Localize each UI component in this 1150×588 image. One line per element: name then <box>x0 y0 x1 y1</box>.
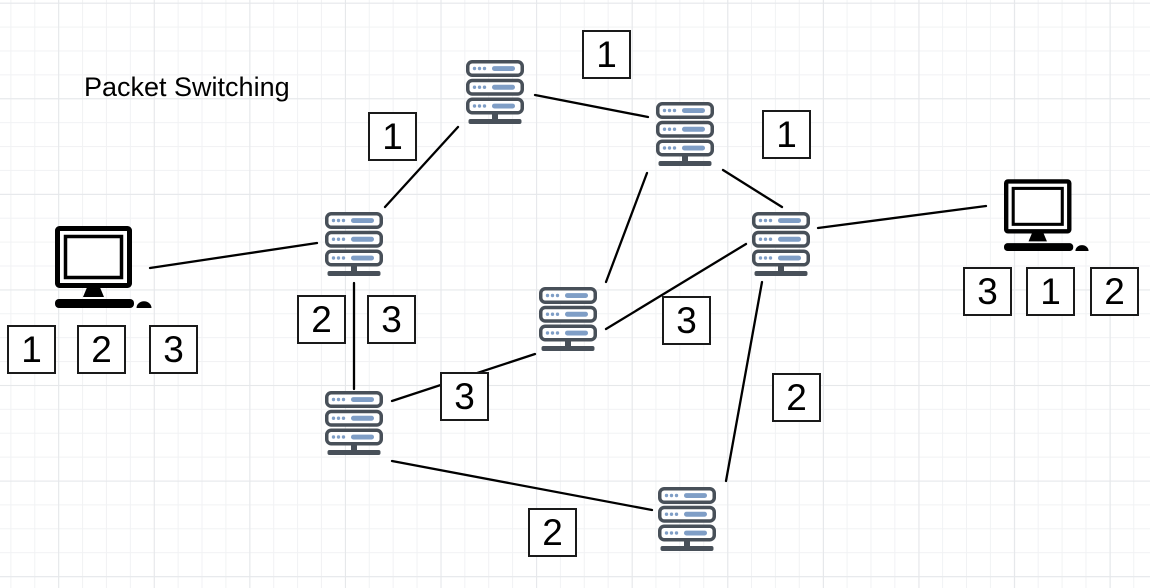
packet-box-transit-2[interactable]: 1 <box>582 30 631 79</box>
packet-box-transit-7[interactable]: 3 <box>440 372 489 421</box>
link-routermiddle-routerright[interactable] <box>604 242 748 331</box>
router-right-icon[interactable] <box>752 212 810 276</box>
packet-box-transit-6[interactable]: 3 <box>662 296 711 345</box>
link-routerupperright-routermiddle[interactable] <box>604 171 649 284</box>
packet-box-transit-5[interactable]: 3 <box>367 295 416 344</box>
packet-box-transit-3[interactable]: 1 <box>762 110 811 159</box>
router-upper-right-icon[interactable] <box>656 102 714 166</box>
link-routerupperright-routerright[interactable] <box>721 168 784 209</box>
packet-box-transit-4[interactable]: 2 <box>297 295 346 344</box>
computer-right-icon[interactable] <box>1004 181 1089 251</box>
link-routerright-routerbottom[interactable] <box>724 280 764 483</box>
links-group <box>148 93 988 512</box>
packet-box-right-queue-3[interactable]: 2 <box>1090 267 1139 316</box>
packet-box-transit-8[interactable]: 2 <box>772 373 821 422</box>
packet-box-left-queue-3[interactable]: 3 <box>149 325 198 374</box>
packet-box-transit-1[interactable]: 1 <box>368 112 417 161</box>
link-routerupperleft-routertop[interactable] <box>383 125 460 209</box>
router-upper-left-icon[interactable] <box>325 212 383 276</box>
computer-left-icon[interactable] <box>55 229 152 309</box>
packet-box-transit-9[interactable]: 2 <box>528 508 577 557</box>
link-routertop-routerupperright[interactable] <box>533 93 650 119</box>
link-hostleft-routerupperleft[interactable] <box>148 241 319 270</box>
packet-box-right-queue-1[interactable]: 3 <box>963 267 1012 316</box>
link-routerright-hostright[interactable] <box>816 204 988 230</box>
link-routerlowerleft-routerbottom[interactable] <box>390 459 654 512</box>
nodes-group <box>55 60 1089 551</box>
packet-box-left-queue-2[interactable]: 2 <box>77 325 126 374</box>
router-top-icon[interactable] <box>466 60 524 124</box>
router-middle-icon[interactable] <box>539 287 597 351</box>
router-bottom-icon[interactable] <box>658 487 716 551</box>
router-lower-left-icon[interactable] <box>325 391 383 455</box>
diagram-title[interactable]: Packet Switching <box>84 72 290 102</box>
packet-box-left-queue-1[interactable]: 1 <box>7 325 56 374</box>
packet-box-right-queue-2[interactable]: 1 <box>1026 267 1075 316</box>
